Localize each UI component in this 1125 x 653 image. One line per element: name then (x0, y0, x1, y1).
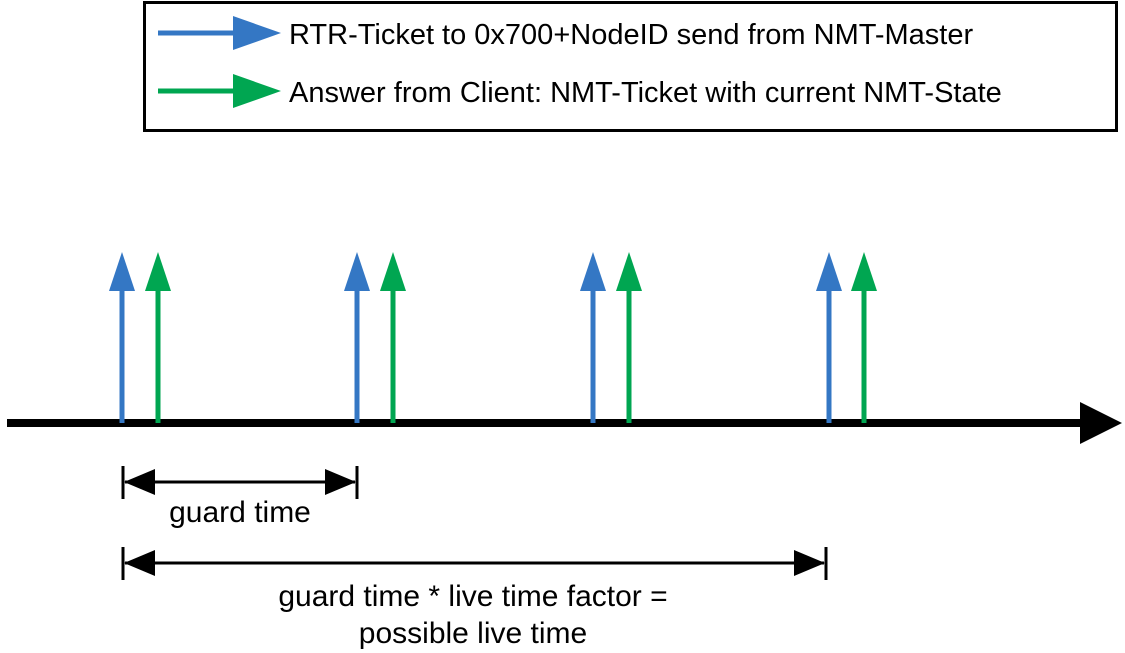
measure-possible-live-time: guard time * live time factor = possible… (121, 547, 828, 650)
live-time-arrowhead-left (124, 550, 155, 576)
legend-label-client: Answer from Client: NMT-Ticket with curr… (289, 77, 1002, 109)
client-spike-3 (616, 252, 642, 423)
live-time-label-line2: possible live time (359, 617, 587, 650)
client-spike-1-head (145, 252, 171, 291)
event-pair-4 (816, 252, 877, 423)
legend: RTR-Ticket to 0x700+NodeID send from NMT… (143, 1, 1118, 132)
event-pair-2 (344, 252, 406, 423)
guard-time-arrowhead-right (325, 469, 356, 495)
master-spike-1 (109, 252, 135, 423)
green-arrow-icon-head (233, 74, 281, 108)
client-spike-4-head (851, 252, 877, 291)
legend-label-master: RTR-Ticket to 0x700+NodeID send from NMT… (289, 19, 973, 51)
blue-arrow-icon-head (233, 16, 281, 50)
client-spike-3-head (616, 252, 642, 291)
master-spike-4-head (816, 252, 842, 291)
guard-time-label: guard time (169, 496, 311, 529)
event-pair-1 (109, 252, 171, 423)
event-pair-3 (580, 252, 642, 423)
client-spike-2 (380, 252, 406, 423)
legend-entry-master: RTR-Ticket to 0x700+NodeID send from NMT… (158, 16, 973, 51)
guard-time-arrowhead-left (124, 469, 155, 495)
client-spike-4 (851, 252, 877, 423)
master-spike-3 (580, 252, 606, 423)
master-spike-2-head (344, 252, 370, 291)
master-spike-1-head (109, 252, 135, 291)
time-axis-arrowhead (1080, 402, 1122, 444)
measure-guard-time: guard time (121, 466, 359, 529)
legend-box (143, 1, 1118, 132)
master-spike-2 (344, 252, 370, 423)
live-time-arrowhead-right (794, 550, 825, 576)
master-spike-4 (816, 252, 842, 423)
client-spike-2-head (380, 252, 406, 291)
legend-entry-client: Answer from Client: NMT-Ticket with curr… (158, 74, 1002, 109)
live-time-label-line1: guard time * live time factor = (278, 580, 667, 613)
client-spike-1 (145, 252, 171, 423)
time-axis (7, 402, 1122, 444)
master-spike-3-head (580, 252, 606, 291)
